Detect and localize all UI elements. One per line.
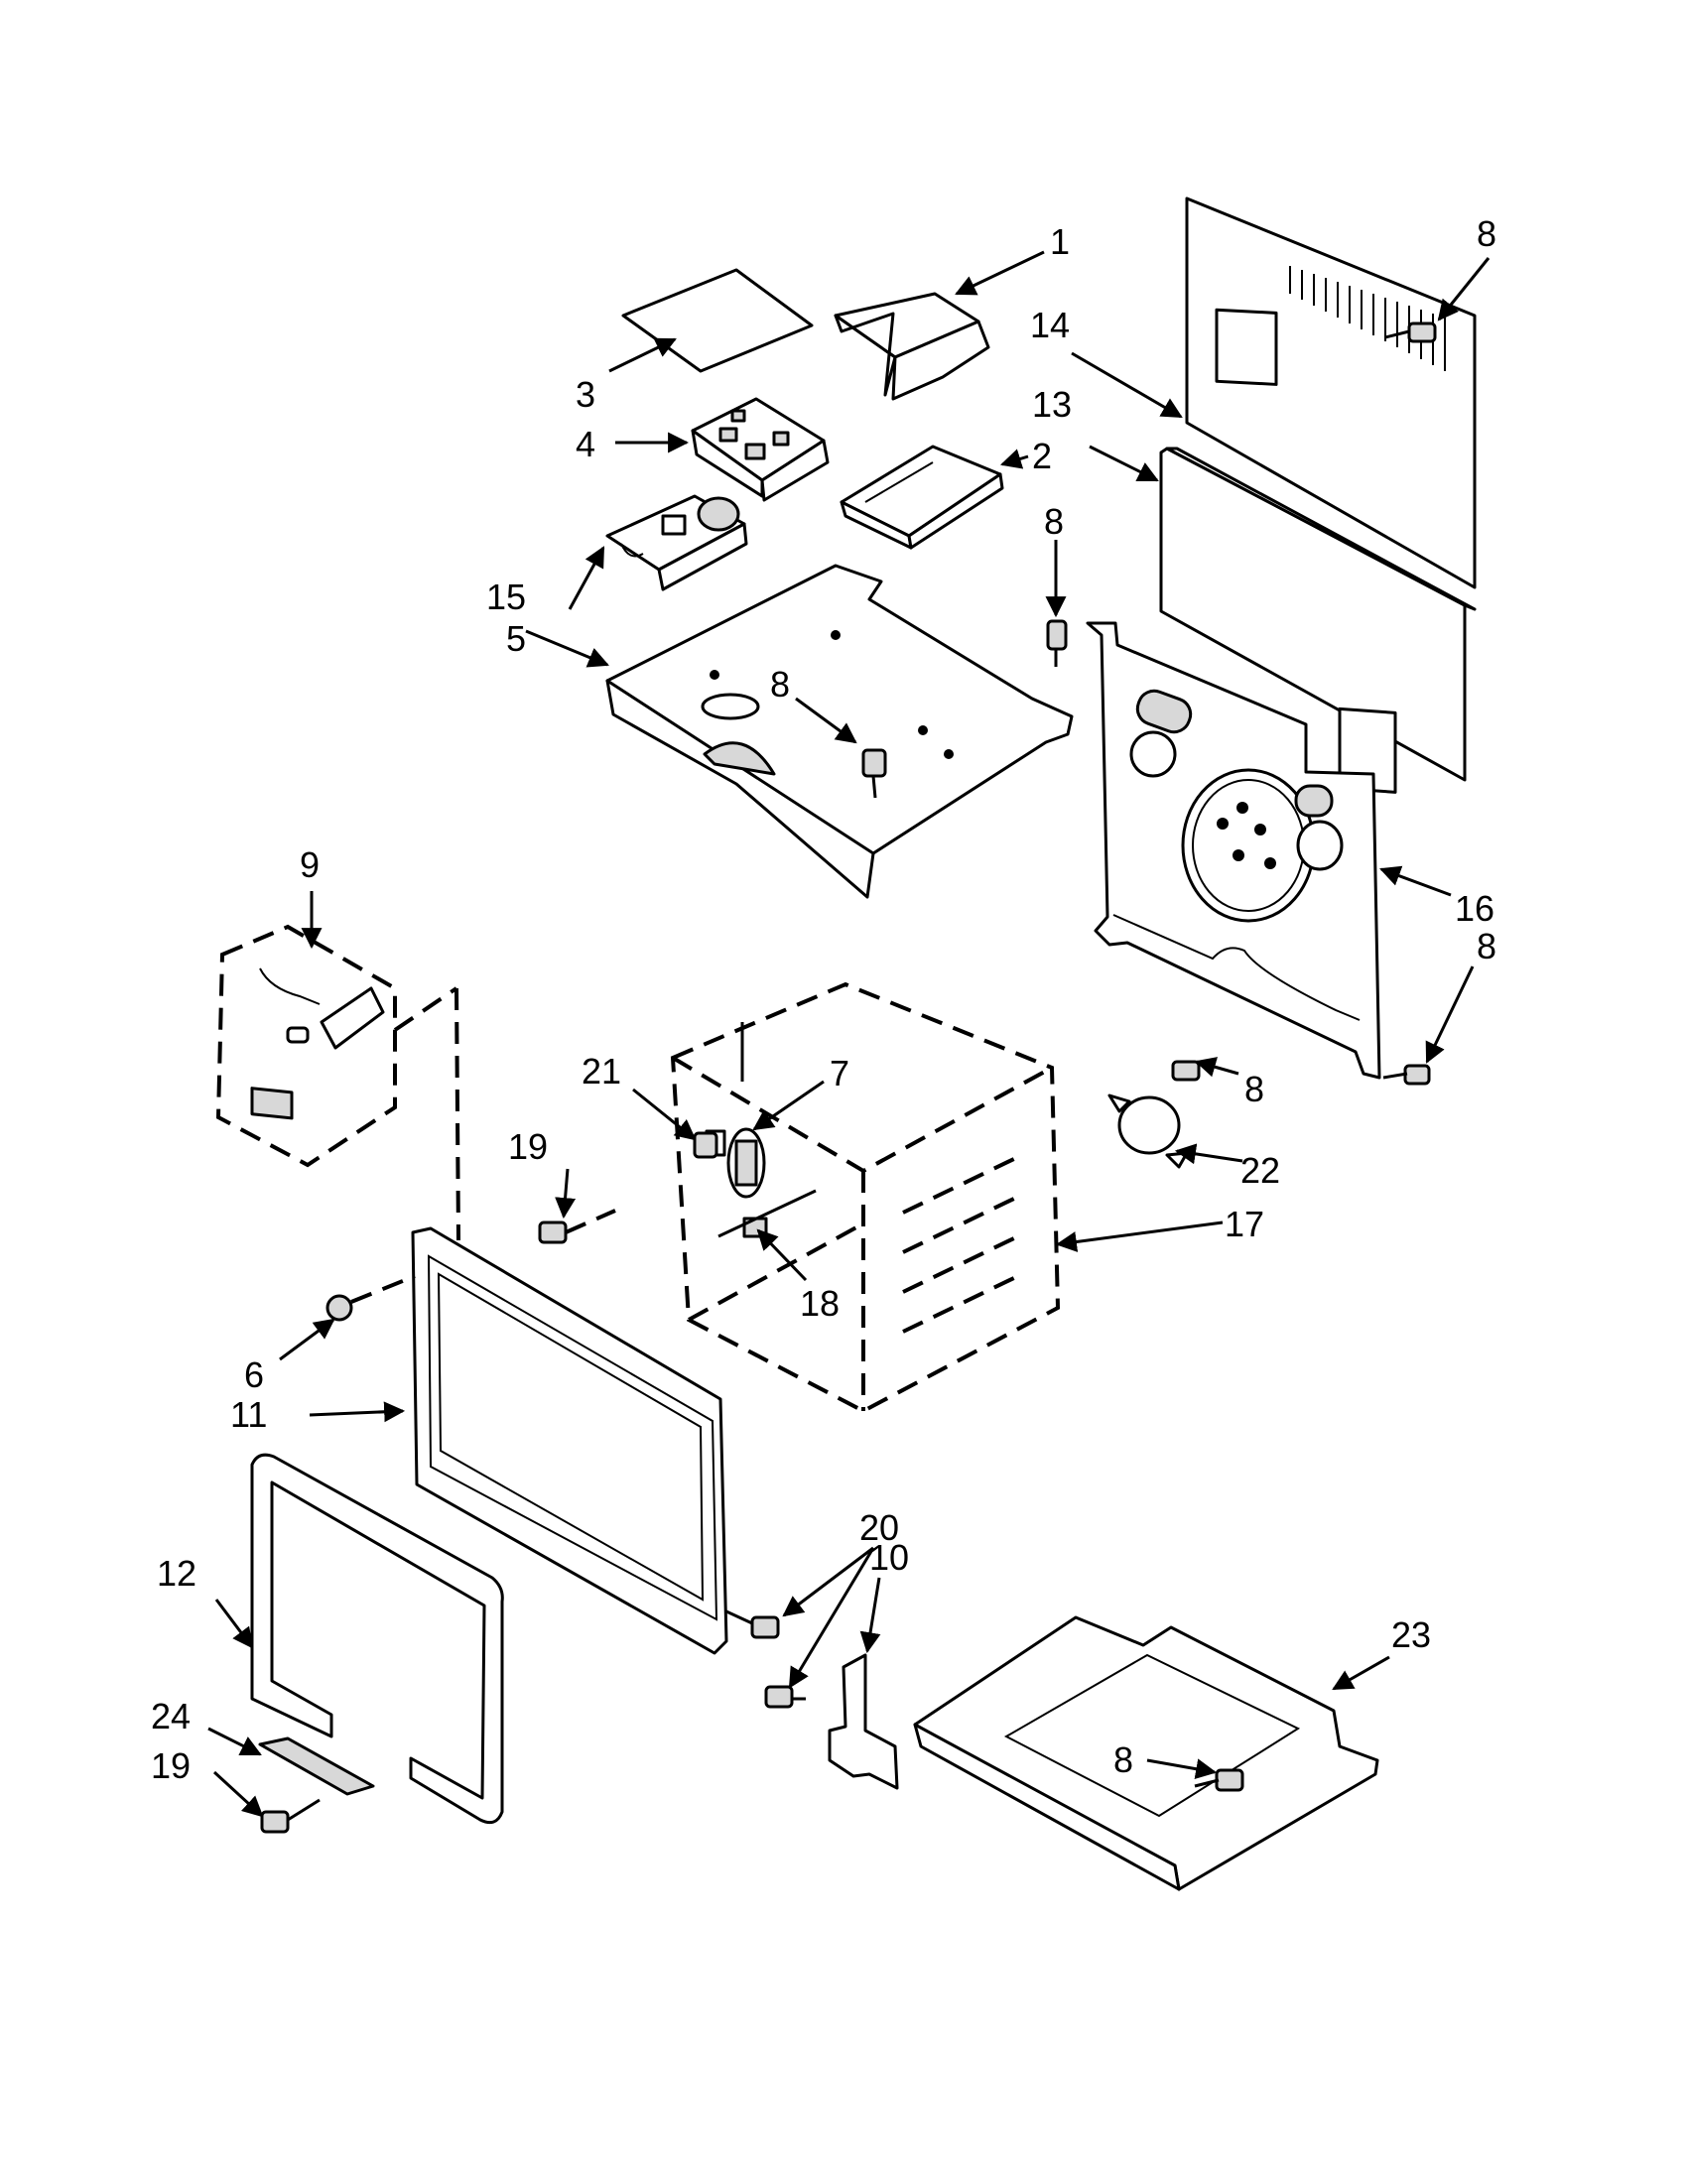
callout-19-upper: 19	[508, 1126, 548, 1167]
part-4-control-board	[691, 397, 830, 502]
callout-18: 18	[800, 1283, 840, 1324]
callout-19-lower: 19	[151, 1745, 191, 1786]
callout-24: 24	[151, 1696, 191, 1736]
part-5-base-plate	[605, 564, 1074, 899]
screw-8-base-center	[861, 748, 887, 799]
callout-20: 20	[859, 1507, 899, 1548]
screw-8-base-right	[1046, 619, 1068, 667]
part-23-bottom-tray	[913, 1615, 1379, 1891]
callout-1: 1	[1050, 221, 1070, 262]
callout-2: 2	[1032, 436, 1052, 476]
callout-3: 3	[576, 374, 595, 415]
part-10-hinge-receiver	[828, 1653, 899, 1790]
part-9-wiring-harness	[215, 924, 460, 1241]
callout-22: 22	[1240, 1150, 1280, 1191]
callout-16: 16	[1455, 888, 1494, 929]
part-14-back-cover	[1185, 196, 1477, 589]
callout-9: 9	[300, 844, 320, 885]
screw-21	[693, 1131, 718, 1159]
callout-11: 11	[230, 1394, 267, 1435]
part-3-cover-plate	[621, 268, 814, 373]
rack-guides	[902, 1153, 1023, 1334]
callout-15: 15	[486, 577, 526, 617]
part-22-flange	[1107, 1093, 1189, 1169]
part-11-front-frame	[411, 1226, 728, 1655]
callout-8-base-right: 8	[1044, 501, 1064, 542]
callout-14: 14	[1030, 305, 1070, 345]
screw-20-lower	[764, 1685, 806, 1709]
callout-8-base-center: 8	[770, 664, 790, 705]
part-16-rear-wall	[1086, 621, 1381, 1080]
callout-8-flange: 8	[1244, 1069, 1264, 1109]
screw-8-flange	[1171, 1060, 1201, 1082]
callout-12: 12	[157, 1553, 196, 1594]
callout-4: 4	[576, 424, 595, 464]
part-6-bumper	[325, 1274, 416, 1322]
fasteners	[260, 321, 1437, 1834]
callout-23: 23	[1391, 1614, 1431, 1655]
callout-6: 6	[244, 1354, 264, 1395]
callout-13: 13	[1032, 384, 1072, 425]
part-17-oven-cavity	[670, 981, 1061, 1414]
screw-8-tray	[1194, 1768, 1244, 1792]
screw-8-top-right	[1384, 321, 1437, 343]
part-12-door-gasket	[250, 1453, 504, 1825]
part-13-heat-shield	[1159, 447, 1477, 794]
callout-8-rear-wall: 8	[1477, 926, 1496, 966]
part-1-duct	[834, 292, 990, 401]
screw-20-upper	[725, 1609, 780, 1639]
callout-5: 5	[506, 618, 526, 659]
callout-leaders	[207, 250, 1491, 1818]
callout-17: 17	[1225, 1204, 1264, 1244]
callout-8-top-right: 8	[1477, 213, 1496, 254]
screw-19-upper	[538, 1209, 616, 1244]
screw-8-rear-wall	[1382, 1064, 1431, 1086]
part-2-tray	[840, 445, 1004, 550]
callout-labels: 1 2 3 4 5 6 7 8 8 8 8 8 8 8 9 10 11 12 1…	[151, 213, 1496, 1786]
callout-8-tray: 8	[1113, 1739, 1133, 1780]
callout-7: 7	[830, 1053, 849, 1093]
part-24-bracket	[258, 1736, 375, 1796]
part-15-relay-assembly	[605, 494, 748, 591]
callout-21: 21	[582, 1051, 621, 1092]
part-18-sensor	[717, 1189, 817, 1238]
callout-10: 10	[869, 1537, 909, 1578]
screw-19-lower	[260, 1798, 321, 1834]
